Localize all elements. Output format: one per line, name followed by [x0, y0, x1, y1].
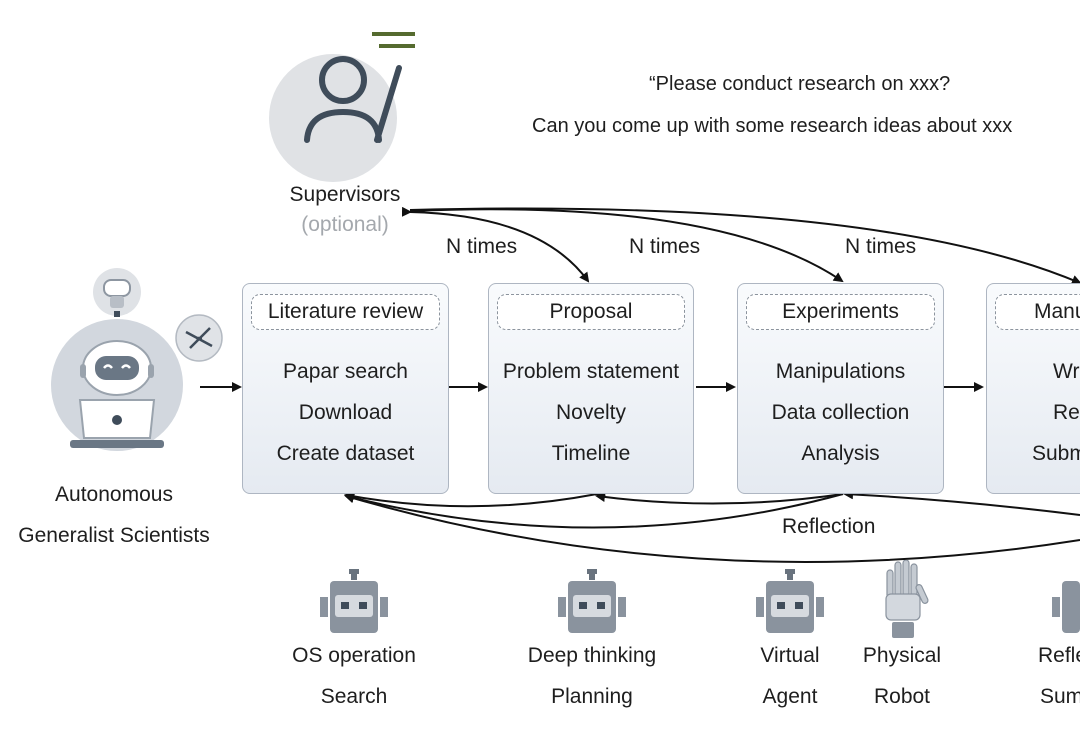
agent-label-search: Search: [320, 685, 388, 708]
stage-card-literature-review: Literature review Papar search Download …: [242, 283, 449, 494]
agent-label-deep-thinking: Deep thinking: [527, 644, 657, 667]
agent-label-virtual: Virtual: [760, 644, 820, 667]
stage-title-proposal: Proposal: [497, 294, 685, 330]
reflection-experiments-to-proposal: [595, 492, 844, 505]
robot-head-icon: [1052, 581, 1080, 633]
stage-card-proposal: Proposal Problem statement Novelty Timel…: [488, 283, 694, 494]
robot-head-icon: [558, 569, 626, 633]
stage-item: Re: [1053, 401, 1080, 424]
reflection-manuscript-to-literature: [344, 493, 1080, 563]
agent-label-reflection-cut: Refle: [1038, 644, 1080, 667]
robot-head-icon: [320, 569, 388, 633]
agent-label-robot: Robot: [873, 685, 931, 708]
stage-item: Data collection: [771, 401, 910, 424]
robot-hand-icon: [885, 560, 929, 638]
stage-title-experiments: Experiments: [746, 294, 935, 330]
stage-card-experiments: Experiments Manipulations Data collectio…: [737, 283, 944, 494]
stage-item: Create dataset: [276, 442, 415, 465]
agent-label-summary-cut: Sum: [1040, 685, 1080, 708]
scientist-label-line-2: Generalist Scientists: [18, 524, 210, 547]
reflection-manuscript-to-experiments: [843, 489, 1080, 516]
supervisor-label: Supervisors: [289, 183, 401, 206]
loop-label-n-times-1: N times: [446, 235, 518, 258]
reflection-experiments-to-literature: [344, 493, 844, 529]
supervisor-optional-note: (optional): [301, 213, 389, 236]
agent-label-os-operation: OS operation: [292, 644, 416, 667]
stage-item: Manipulations: [775, 360, 906, 383]
reflection-label: Reflection: [782, 515, 876, 538]
research-prompt-line-2: Can you come up with some research ideas…: [532, 115, 1013, 137]
stage-card-manuscript: Manu Wr Re Subm: [986, 283, 1080, 494]
agent-label-planning: Planning: [551, 685, 633, 708]
supervisor-loop-proposal: [401, 206, 590, 283]
robot-laptop-icon: [51, 268, 223, 451]
stage-item: Wr: [1053, 360, 1080, 383]
stage-item: Download: [298, 401, 393, 424]
loop-label-n-times-2: N times: [629, 235, 701, 258]
stage-item: Analysis: [801, 442, 880, 465]
stage-item: Subm: [1032, 442, 1080, 465]
person-icon: [269, 32, 415, 182]
research-prompt-line-1: “Please conduct research on xxx?: [649, 73, 951, 95]
stage-item: Problem statement: [502, 360, 680, 383]
stage-title-manuscript: Manu: [995, 294, 1080, 330]
stage-item: Papar search: [283, 360, 408, 383]
stage-item: Timeline: [551, 442, 631, 465]
agent-label-agent: Agent: [762, 685, 818, 708]
scientist-label-line-1: Autonomous: [55, 483, 173, 506]
stage-title-literature-review: Literature review: [251, 294, 440, 330]
supervisor-loop-manuscript: [409, 207, 1080, 285]
robot-head-icon: [756, 569, 824, 633]
stage-item: Novelty: [555, 401, 627, 424]
loop-label-n-times-3: N times: [845, 235, 917, 258]
reflection-proposal-to-literature: [344, 487, 606, 508]
agent-label-physical: Physical: [862, 644, 942, 667]
